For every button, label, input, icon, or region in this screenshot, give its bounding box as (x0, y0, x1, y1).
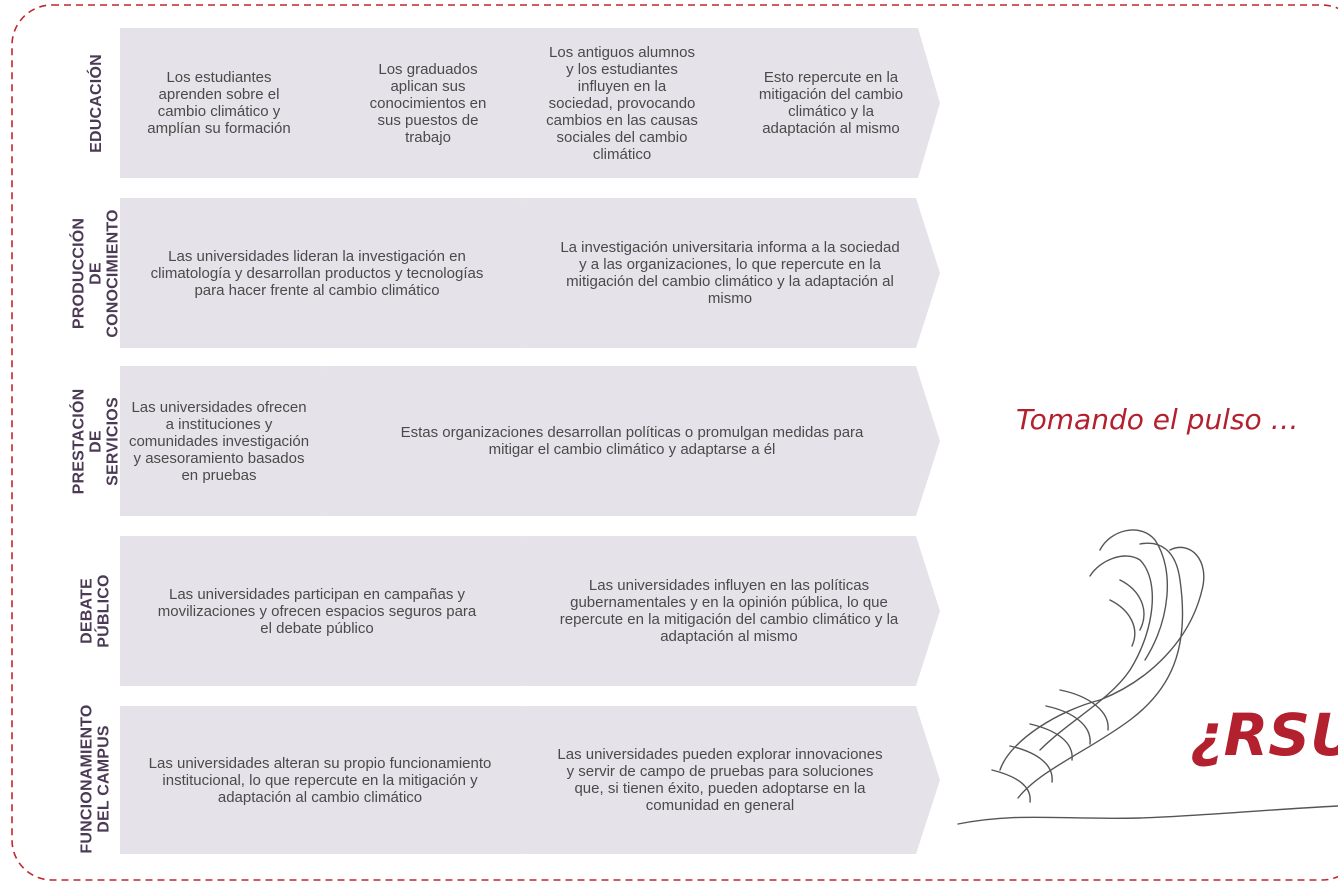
step-educacion-1: Los estudiantes aprenden sobre el cambio… (120, 28, 342, 178)
row-label-funcionamiento: FUNCIONAMIENTO DEL CAMPUS (79, 704, 114, 854)
step-funcionamiento-1: Las universidades alteran su propio func… (120, 706, 544, 854)
step-educacion-2: Los graduados aplican sus conocimientos … (318, 28, 540, 178)
step-prestacion-2: Estas organizaciones desarrollan polític… (324, 366, 940, 516)
step-educacion-3: Los antiguos alumnos y los estudiantes i… (516, 28, 738, 178)
step-prestacion-1: Las universidades ofrecen a institucione… (120, 366, 348, 516)
row-label-produccion: PRODUCCIÓN DE CONOCIMIENTO (70, 208, 122, 338)
row-label-prestacion: PRESTACIÓN DE SERVICIOS (70, 388, 122, 494)
step-educacion-4: Esto repercute en la mitigación del camb… (714, 28, 940, 178)
step-produccion-2: La investigación universitaria informa a… (520, 198, 940, 348)
dna-helix-illustration (957, 529, 1338, 825)
step-debate-2: Las universidades influyen en las políti… (520, 536, 940, 686)
row-label-debate: DEBATE PÚBLICO (79, 574, 114, 648)
step-funcionamiento-2: Las universidades pueden explorar innova… (520, 706, 940, 854)
rsu-brand-text: ¿RSU (1190, 701, 1338, 769)
row-label-educacion: EDUCACIÓN (87, 53, 105, 153)
step-produccion-1: Las universidades lideran la investigaci… (120, 198, 544, 348)
step-debate-1: Las universidades participan en campañas… (120, 536, 544, 686)
side-tagline: Tomando el pulso … (1016, 403, 1299, 436)
